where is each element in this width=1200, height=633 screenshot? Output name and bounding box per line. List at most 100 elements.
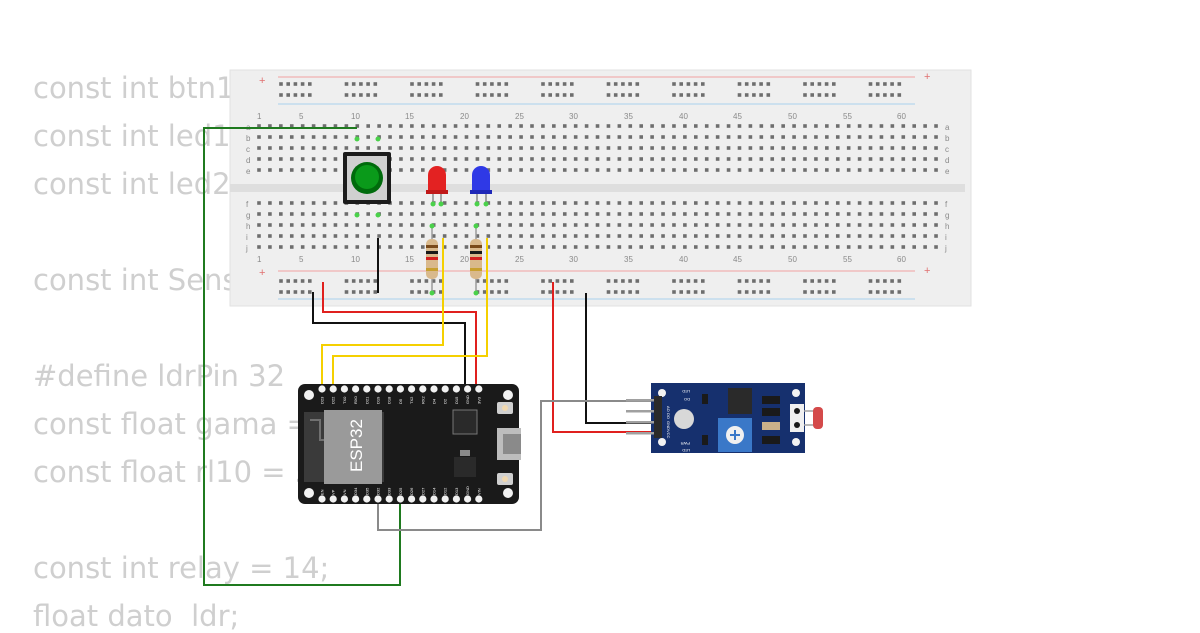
breadboard-hole[interactable] (792, 157, 796, 161)
breadboard-hole[interactable] (639, 234, 643, 238)
rail-hole[interactable] (424, 82, 429, 86)
rail-hole[interactable] (693, 82, 698, 86)
breadboard-hole[interactable] (257, 245, 261, 249)
breadboard-hole[interactable] (770, 223, 775, 227)
breadboard-hole[interactable] (661, 168, 665, 172)
breadboard-hole[interactable] (322, 157, 327, 161)
breadboard-hole[interactable] (792, 135, 796, 139)
esp32-pin[interactable] (363, 495, 371, 503)
rail-hole[interactable] (701, 82, 705, 86)
breadboard-hole[interactable] (508, 157, 512, 161)
breadboard-hole[interactable] (770, 146, 775, 150)
breadboard-hole[interactable] (901, 201, 906, 205)
rail-hole[interactable] (897, 279, 902, 283)
breadboard-hole[interactable] (541, 146, 545, 150)
breadboard-hole[interactable] (573, 124, 578, 128)
breadboard-hole[interactable] (497, 124, 502, 128)
rail-hole[interactable] (672, 93, 676, 97)
breadboard-hole[interactable] (879, 201, 884, 205)
breadboard-hole[interactable] (683, 234, 687, 238)
breadboard-hole[interactable] (606, 212, 611, 216)
rail-hole[interactable] (672, 82, 676, 86)
breadboard-hole[interactable] (366, 135, 370, 139)
push-button-cap[interactable] (355, 165, 379, 189)
breadboard-hole[interactable] (530, 223, 534, 227)
breadboard-hole[interactable] (541, 168, 545, 172)
led-red[interactable] (426, 166, 448, 207)
breadboard-hole[interactable] (650, 234, 654, 238)
rail-hole[interactable] (897, 290, 902, 294)
breadboard-hole[interactable] (442, 157, 447, 161)
breadboard-hole[interactable] (497, 135, 502, 139)
esp32-pin[interactable] (475, 495, 483, 503)
rail-hole[interactable] (759, 93, 763, 97)
breadboard-hole[interactable] (279, 223, 283, 227)
breadboard-hole[interactable] (923, 245, 927, 249)
rail-hole[interactable] (635, 82, 640, 86)
esp32-pin[interactable] (329, 385, 337, 393)
breadboard-hole[interactable] (333, 212, 338, 216)
breadboard-hole[interactable] (715, 124, 720, 128)
breadboard-hole[interactable] (333, 135, 338, 139)
breadboard-hole[interactable] (617, 201, 622, 205)
rail-hole[interactable] (752, 279, 756, 283)
breadboard-hole[interactable] (552, 168, 556, 172)
breadboard-hole[interactable] (683, 135, 687, 139)
breadboard-hole[interactable] (300, 223, 305, 227)
breadboard-hole[interactable] (890, 201, 895, 205)
breadboard-hole[interactable] (923, 201, 927, 205)
rail-hole[interactable] (824, 93, 829, 97)
breadboard-hole[interactable] (639, 201, 643, 205)
breadboard-hole[interactable] (333, 146, 338, 150)
rail-hole[interactable] (875, 93, 880, 97)
breadboard-hole[interactable] (737, 234, 742, 238)
rail-hole[interactable] (279, 93, 283, 97)
rail-hole[interactable] (300, 279, 305, 283)
breadboard-hole[interactable] (879, 245, 884, 249)
rail-hole[interactable] (562, 82, 567, 86)
rail-hole[interactable] (766, 82, 771, 86)
breadboard-hole[interactable] (322, 223, 327, 227)
breadboard-hole[interactable] (464, 212, 469, 216)
breadboard-hole[interactable] (683, 245, 687, 249)
breadboard-hole[interactable] (399, 135, 403, 139)
breadboard-hole[interactable] (311, 223, 316, 227)
rail-hole[interactable] (475, 93, 480, 97)
breadboard-hole[interactable] (399, 201, 403, 205)
rail-hole[interactable] (613, 279, 618, 283)
breadboard-hole[interactable] (366, 212, 370, 216)
rail-hole[interactable] (570, 93, 574, 97)
breadboard-hole[interactable] (628, 223, 633, 227)
breadboard-hole[interactable] (617, 157, 622, 161)
breadboard-hole[interactable] (300, 135, 305, 139)
breadboard-hole[interactable] (748, 157, 753, 161)
breadboard-hole[interactable] (759, 146, 764, 150)
breadboard-hole[interactable] (912, 168, 916, 172)
breadboard-hole[interactable] (333, 245, 338, 249)
rail-hole[interactable] (417, 82, 421, 86)
breadboard-hole[interactable] (606, 124, 611, 128)
breadboard-hole[interactable] (388, 124, 392, 128)
breadboard-hole[interactable] (552, 212, 556, 216)
wire-yellow-led-blue[interactable] (332, 238, 488, 392)
breadboard-hole[interactable] (530, 201, 534, 205)
breadboard-hole[interactable] (672, 245, 676, 249)
rail-hole[interactable] (737, 290, 742, 294)
rail-hole[interactable] (890, 290, 894, 294)
breadboard-hole[interactable] (431, 124, 436, 128)
breadboard-hole[interactable] (704, 157, 709, 161)
breadboard-hole[interactable] (901, 146, 906, 150)
breadboard-hole[interactable] (257, 157, 261, 161)
breadboard-hole[interactable] (475, 124, 480, 128)
breadboard-hole[interactable] (835, 223, 840, 227)
breadboard-hole[interactable] (846, 124, 851, 128)
breadboard-hole[interactable] (388, 245, 392, 249)
breadboard-hole[interactable] (421, 212, 425, 216)
rail-hole[interactable] (613, 82, 618, 86)
breadboard-hole[interactable] (923, 234, 927, 238)
rail-hole[interactable] (344, 290, 349, 294)
esp32-pin[interactable] (408, 495, 416, 503)
breadboard-hole[interactable] (759, 168, 764, 172)
breadboard-hole[interactable] (814, 245, 818, 249)
